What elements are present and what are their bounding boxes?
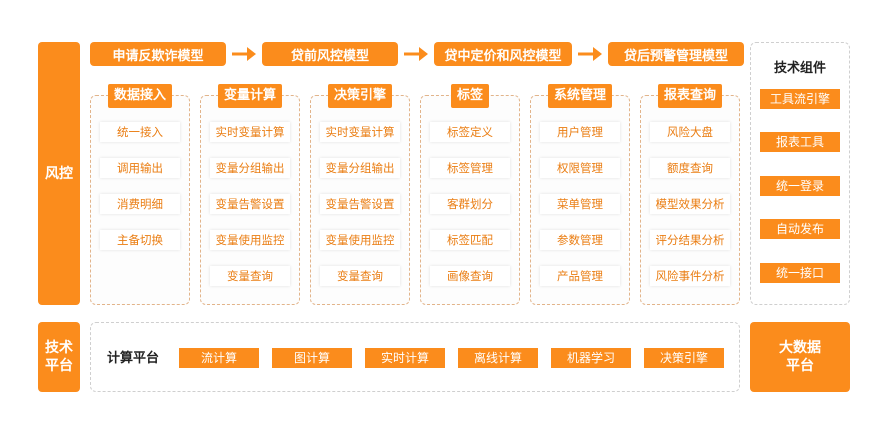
module-item[interactable]: 评分结果分析 bbox=[650, 230, 730, 250]
tech-component-item[interactable]: 报表工具 bbox=[760, 132, 840, 152]
module-item[interactable]: 主备切换 bbox=[100, 230, 180, 250]
model-pre-loan: 贷前风控模型 bbox=[262, 42, 398, 66]
module-item[interactable]: 用户管理 bbox=[540, 122, 620, 142]
module-item[interactable]: 实时变量计算 bbox=[320, 122, 400, 142]
module-item[interactable]: 统一接入 bbox=[100, 122, 180, 142]
module-item[interactable]: 实时变量计算 bbox=[210, 122, 290, 142]
module-item[interactable]: 风险大盘 bbox=[650, 122, 730, 142]
module-item[interactable]: 变量告警设置 bbox=[210, 194, 290, 214]
tech-components-panel: 技术组件 工具流引擎 报表工具 统一登录 自动发布 统一接口 bbox=[750, 42, 850, 305]
module-tags: 标签 标签定义 标签管理 客群划分 标签匹配 画像查询 bbox=[420, 84, 520, 305]
module-item[interactable]: 参数管理 bbox=[540, 230, 620, 250]
module-decision-engine: 决策引擎 实时变量计算 变量分组输出 变量告警设置 变量使用监控 变量查询 bbox=[310, 84, 410, 305]
module-item[interactable]: 标签匹配 bbox=[430, 230, 510, 250]
compute-item[interactable]: 离线计算 bbox=[458, 348, 538, 368]
module-item[interactable]: 额度查询 bbox=[650, 158, 730, 178]
module-variable-calc: 变量计算 实时变量计算 变量分组输出 变量告警设置 变量使用监控 变量查询 bbox=[200, 84, 300, 305]
module-title: 决策引擎 bbox=[327, 84, 393, 108]
module-item[interactable]: 客群划分 bbox=[430, 194, 510, 214]
model-anti-fraud-text: 申请反欺诈模型 bbox=[112, 48, 204, 64]
compute-item[interactable]: 流计算 bbox=[179, 348, 259, 368]
module-title: 数据接入 bbox=[107, 84, 173, 108]
module-item[interactable]: 变量分组输出 bbox=[210, 158, 290, 178]
model-post-loan-text: 贷后预警管理模型 bbox=[623, 48, 728, 64]
model-anti-fraud: 申请反欺诈模型 bbox=[90, 42, 226, 66]
module-item[interactable]: 变量使用监控 bbox=[210, 230, 290, 250]
module-item[interactable]: 变量查询 bbox=[320, 266, 400, 286]
module-item[interactable]: 权限管理 bbox=[540, 158, 620, 178]
compute-item[interactable]: 机器学习 bbox=[551, 348, 631, 368]
module-item[interactable]: 变量告警设置 bbox=[320, 194, 400, 214]
module-system-management: 系统管理 用户管理 权限管理 菜单管理 参数管理 产品管理 bbox=[530, 84, 630, 305]
module-title: 变量计算 bbox=[217, 84, 283, 108]
module-report-query: 报表查询 风险大盘 额度查询 模型效果分析 评分结果分析 风险事件分析 bbox=[640, 84, 740, 305]
tech-component-item[interactable]: 统一接口 bbox=[760, 263, 840, 283]
compute-item[interactable]: 实时计算 bbox=[365, 348, 445, 368]
tech-component-item[interactable]: 自动发布 bbox=[760, 219, 840, 239]
module-item[interactable]: 调用输出 bbox=[100, 158, 180, 178]
model-in-loan: 贷中定价和风控模型 bbox=[434, 42, 572, 66]
module-title: 系统管理 bbox=[547, 84, 613, 108]
model-pre-loan-text: 贷前风控模型 bbox=[290, 48, 369, 64]
module-title: 报表查询 bbox=[657, 84, 723, 108]
tech-component-item[interactable]: 统一登录 bbox=[760, 176, 840, 196]
big-data-platform: 大数据 平台 bbox=[750, 322, 850, 392]
compute-item[interactable]: 决策引擎 bbox=[644, 348, 724, 368]
module-data-access: 数据接入 统一接入 调用输出 消费明细 主备切换 bbox=[90, 84, 190, 305]
module-item[interactable]: 模型效果分析 bbox=[650, 194, 730, 214]
module-item[interactable]: 变量分组输出 bbox=[320, 158, 400, 178]
module-item[interactable]: 变量使用监控 bbox=[320, 230, 400, 250]
module-title: 标签 bbox=[450, 84, 490, 108]
arrow-icon bbox=[232, 47, 256, 61]
risk-control-label: 风控 bbox=[38, 42, 80, 305]
tech-platform-label: 技术 平台 bbox=[38, 322, 80, 392]
module-item[interactable]: 画像查询 bbox=[430, 266, 510, 286]
module-item[interactable]: 消费明细 bbox=[100, 194, 180, 214]
big-data-platform-text: 大数据 平台 bbox=[779, 340, 821, 374]
compute-item[interactable]: 图计算 bbox=[272, 348, 352, 368]
module-item[interactable]: 标签定义 bbox=[430, 122, 510, 142]
tech-components-title: 技术组件 bbox=[773, 61, 826, 76]
module-item[interactable]: 标签管理 bbox=[430, 158, 510, 178]
module-item[interactable]: 变量查询 bbox=[210, 266, 290, 286]
module-item[interactable]: 菜单管理 bbox=[540, 194, 620, 214]
arrow-icon bbox=[578, 47, 602, 61]
compute-platform-panel: 计算平台 流计算 图计算 实时计算 离线计算 机器学习 决策引擎 bbox=[90, 322, 740, 392]
tech-platform-text: 技术 平台 bbox=[45, 340, 73, 374]
module-item[interactable]: 产品管理 bbox=[540, 266, 620, 286]
risk-control-text: 风控 bbox=[45, 165, 73, 182]
model-in-loan-text: 贷中定价和风控模型 bbox=[444, 48, 562, 64]
compute-platform-title: 计算平台 bbox=[107, 351, 160, 366]
model-post-loan: 贷后预警管理模型 bbox=[608, 42, 744, 66]
tech-component-item[interactable]: 工具流引擎 bbox=[760, 89, 840, 109]
arrow-icon bbox=[404, 47, 428, 61]
module-item[interactable]: 风险事件分析 bbox=[650, 266, 730, 286]
